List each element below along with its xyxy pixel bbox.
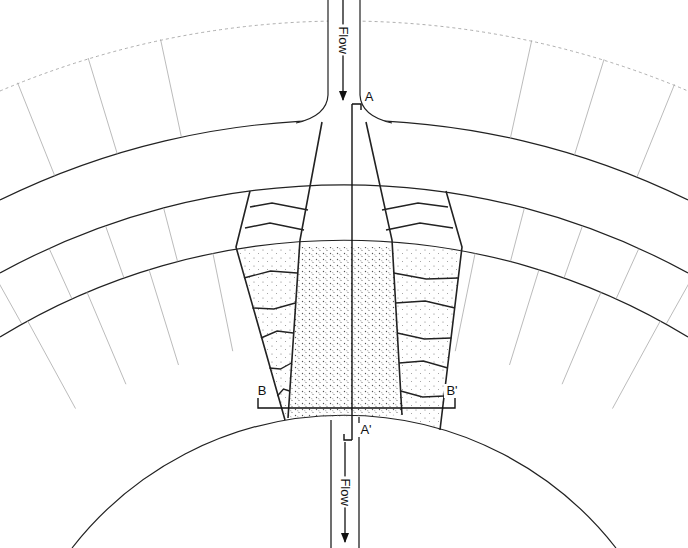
cell-wall xyxy=(88,58,117,154)
cell-walls xyxy=(244,271,459,397)
cell-wall xyxy=(244,271,297,278)
stippled-contents xyxy=(288,247,402,418)
section-label: A' xyxy=(358,423,373,437)
cell-wall xyxy=(394,273,459,279)
section-label: A xyxy=(363,90,376,104)
cell-wall xyxy=(397,333,451,339)
cell-wall xyxy=(399,361,448,368)
cell-wall xyxy=(49,249,72,299)
cell-wall xyxy=(252,303,295,309)
flow-label: Flow xyxy=(336,24,350,55)
cell-wall xyxy=(0,276,22,324)
cell-wall xyxy=(564,226,582,278)
section-label: B' xyxy=(444,384,459,398)
cell-wall xyxy=(277,389,289,396)
section-label: B xyxy=(256,384,269,398)
cell-wall xyxy=(87,292,126,384)
cell-wall xyxy=(261,331,293,338)
cell-wall xyxy=(401,391,445,397)
cell-wall xyxy=(575,59,605,155)
vessel-wall xyxy=(296,0,392,123)
cell-wall xyxy=(106,226,124,278)
cell-column xyxy=(236,122,462,430)
cell-wall xyxy=(161,39,182,137)
cell-wall xyxy=(395,301,455,308)
cell-wall xyxy=(637,84,675,177)
cell-wall xyxy=(510,208,524,261)
cell-wall xyxy=(18,83,55,176)
flow-label: Flow xyxy=(338,476,352,507)
cell-wall xyxy=(269,363,291,369)
cell-wall xyxy=(612,321,660,409)
cell-wall xyxy=(149,269,179,365)
cell-wall xyxy=(213,253,233,351)
cell-wall xyxy=(666,276,688,324)
cell-wall xyxy=(164,208,178,261)
cell-wall xyxy=(28,321,76,409)
section-line xyxy=(258,104,455,440)
cell-wall xyxy=(509,269,539,365)
vessel-lumen xyxy=(296,0,392,123)
flow-arrow xyxy=(331,0,359,548)
cell-wall xyxy=(562,292,601,384)
cell-wall xyxy=(616,249,639,299)
cell-wall xyxy=(510,40,531,138)
